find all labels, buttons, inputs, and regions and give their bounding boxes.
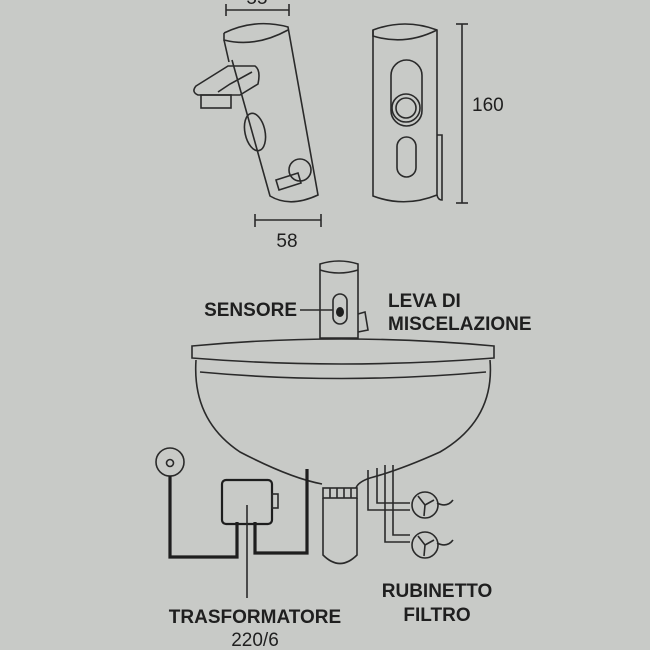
dimension-base-width: 58	[254, 214, 322, 252]
transformer-label-line2: 220/6	[231, 630, 279, 650]
sensor-window-front	[390, 59, 423, 127]
faucet-front-view	[372, 23, 443, 203]
tap-label-line2: FILTRO	[403, 605, 470, 626]
mixing-lever-side	[275, 171, 302, 192]
dimension-height-label: 160	[472, 95, 504, 116]
installed-faucet	[319, 260, 369, 339]
dimension-top-width: 55	[225, 0, 290, 16]
faucet-side-view	[193, 22, 319, 203]
dimension-top-width-label: 55	[246, 0, 267, 9]
filter-taps	[367, 465, 454, 559]
dimension-base-width-label: 58	[276, 231, 297, 252]
valve-icon	[411, 491, 439, 519]
washbasin	[191, 338, 495, 489]
dimension-height: 160	[456, 23, 504, 204]
transformer-label-line1: TRASFORMATORE	[169, 607, 341, 628]
electrical-wiring	[155, 447, 309, 598]
power-outlet-icon	[155, 447, 185, 477]
sensor-label: SENSORE	[204, 300, 297, 321]
tap-label-line1: RUBINETTO	[382, 581, 492, 602]
valve-icon	[411, 531, 439, 559]
sensor-window-side	[243, 112, 267, 152]
drain-trap	[322, 487, 358, 565]
lever-label-line2: MISCELAZIONE	[388, 314, 532, 335]
lever-label-line1: LEVA DI	[388, 291, 461, 312]
